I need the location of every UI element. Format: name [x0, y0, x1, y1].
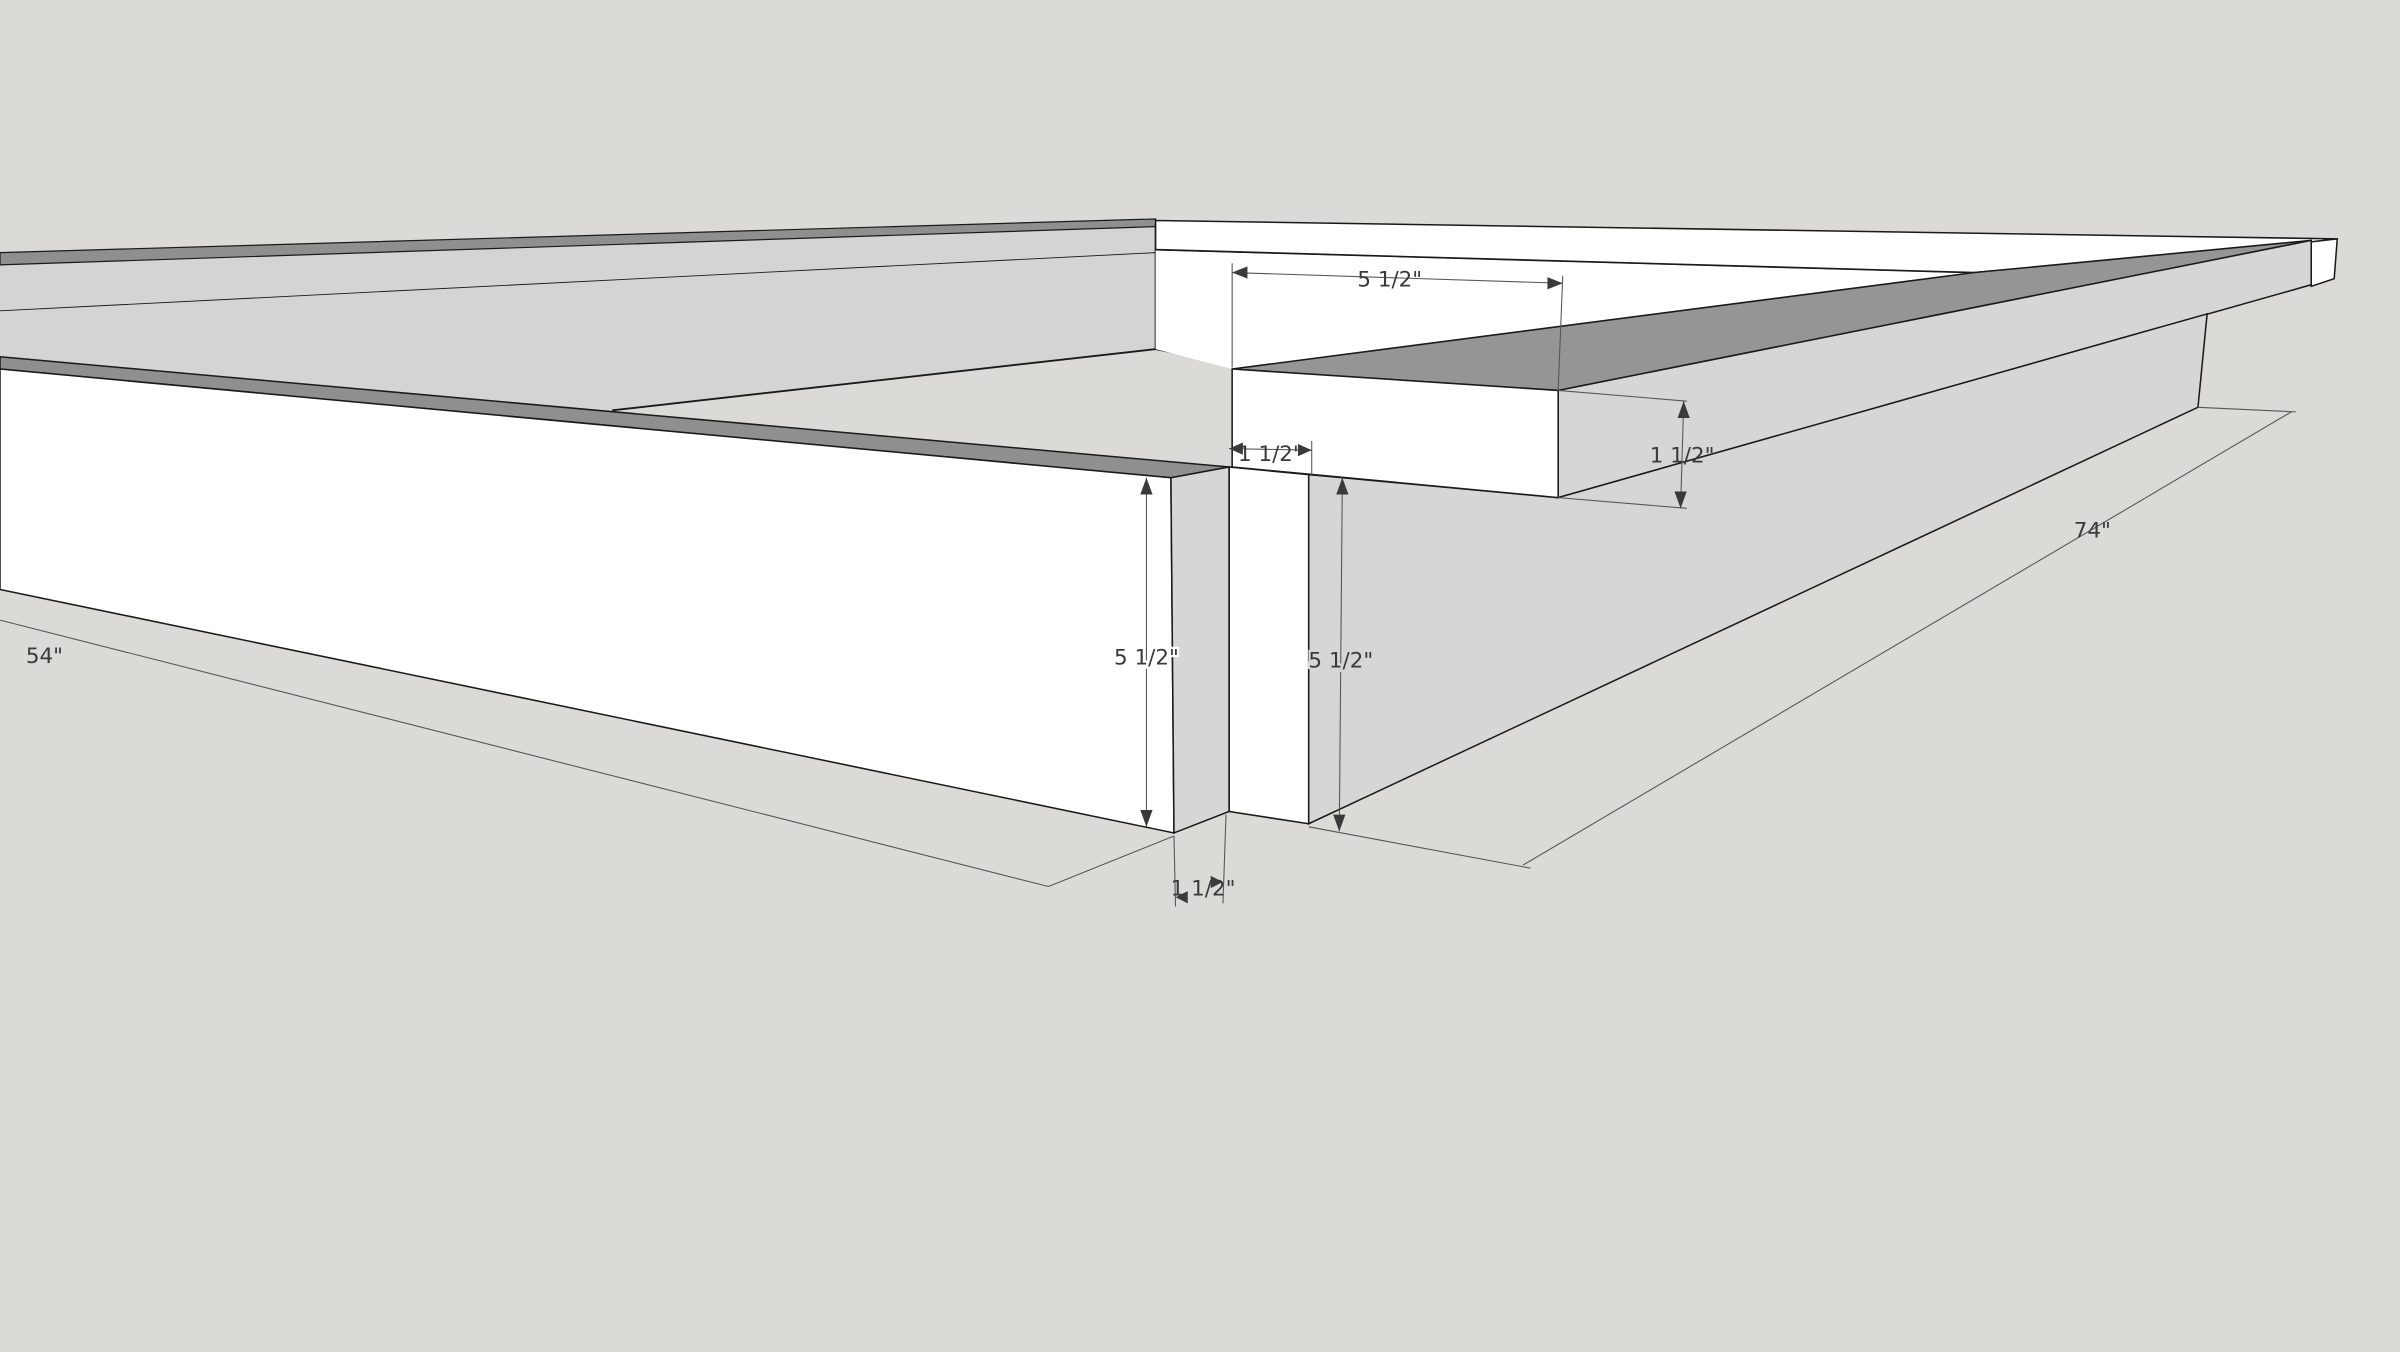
dim-label-board-thickness-bottom: 1 1/2" [1171, 877, 1236, 902]
dimension-lines [0, 263, 2296, 907]
back-right-end-block [2310, 237, 2339, 288]
back-left-wall-inner-face [0, 225, 1156, 411]
dim-label-length-right: 74" [2074, 518, 2111, 543]
dim-label-right-board-height: 1 1/2" [1650, 443, 1715, 468]
left-wall-end-face [1170, 466, 1230, 835]
dim-label-back-board-width: 5 1/2" [1357, 267, 1422, 292]
dim-label-left-wall-height: 5 1/2" [1114, 646, 1179, 671]
dim-label-right-wall-height: 5 1/2" [1308, 649, 1373, 674]
back-right-wall-inner-face [1155, 249, 1975, 370]
dim-label-length-left: 54" [26, 644, 63, 669]
right-board-end-face [1231, 368, 1559, 499]
back-left-wall-edge [0, 252, 1156, 312]
right-wall-end-face [1228, 466, 1310, 825]
dim-label-board-thickness-top: 1 1/2" [1238, 442, 1303, 467]
